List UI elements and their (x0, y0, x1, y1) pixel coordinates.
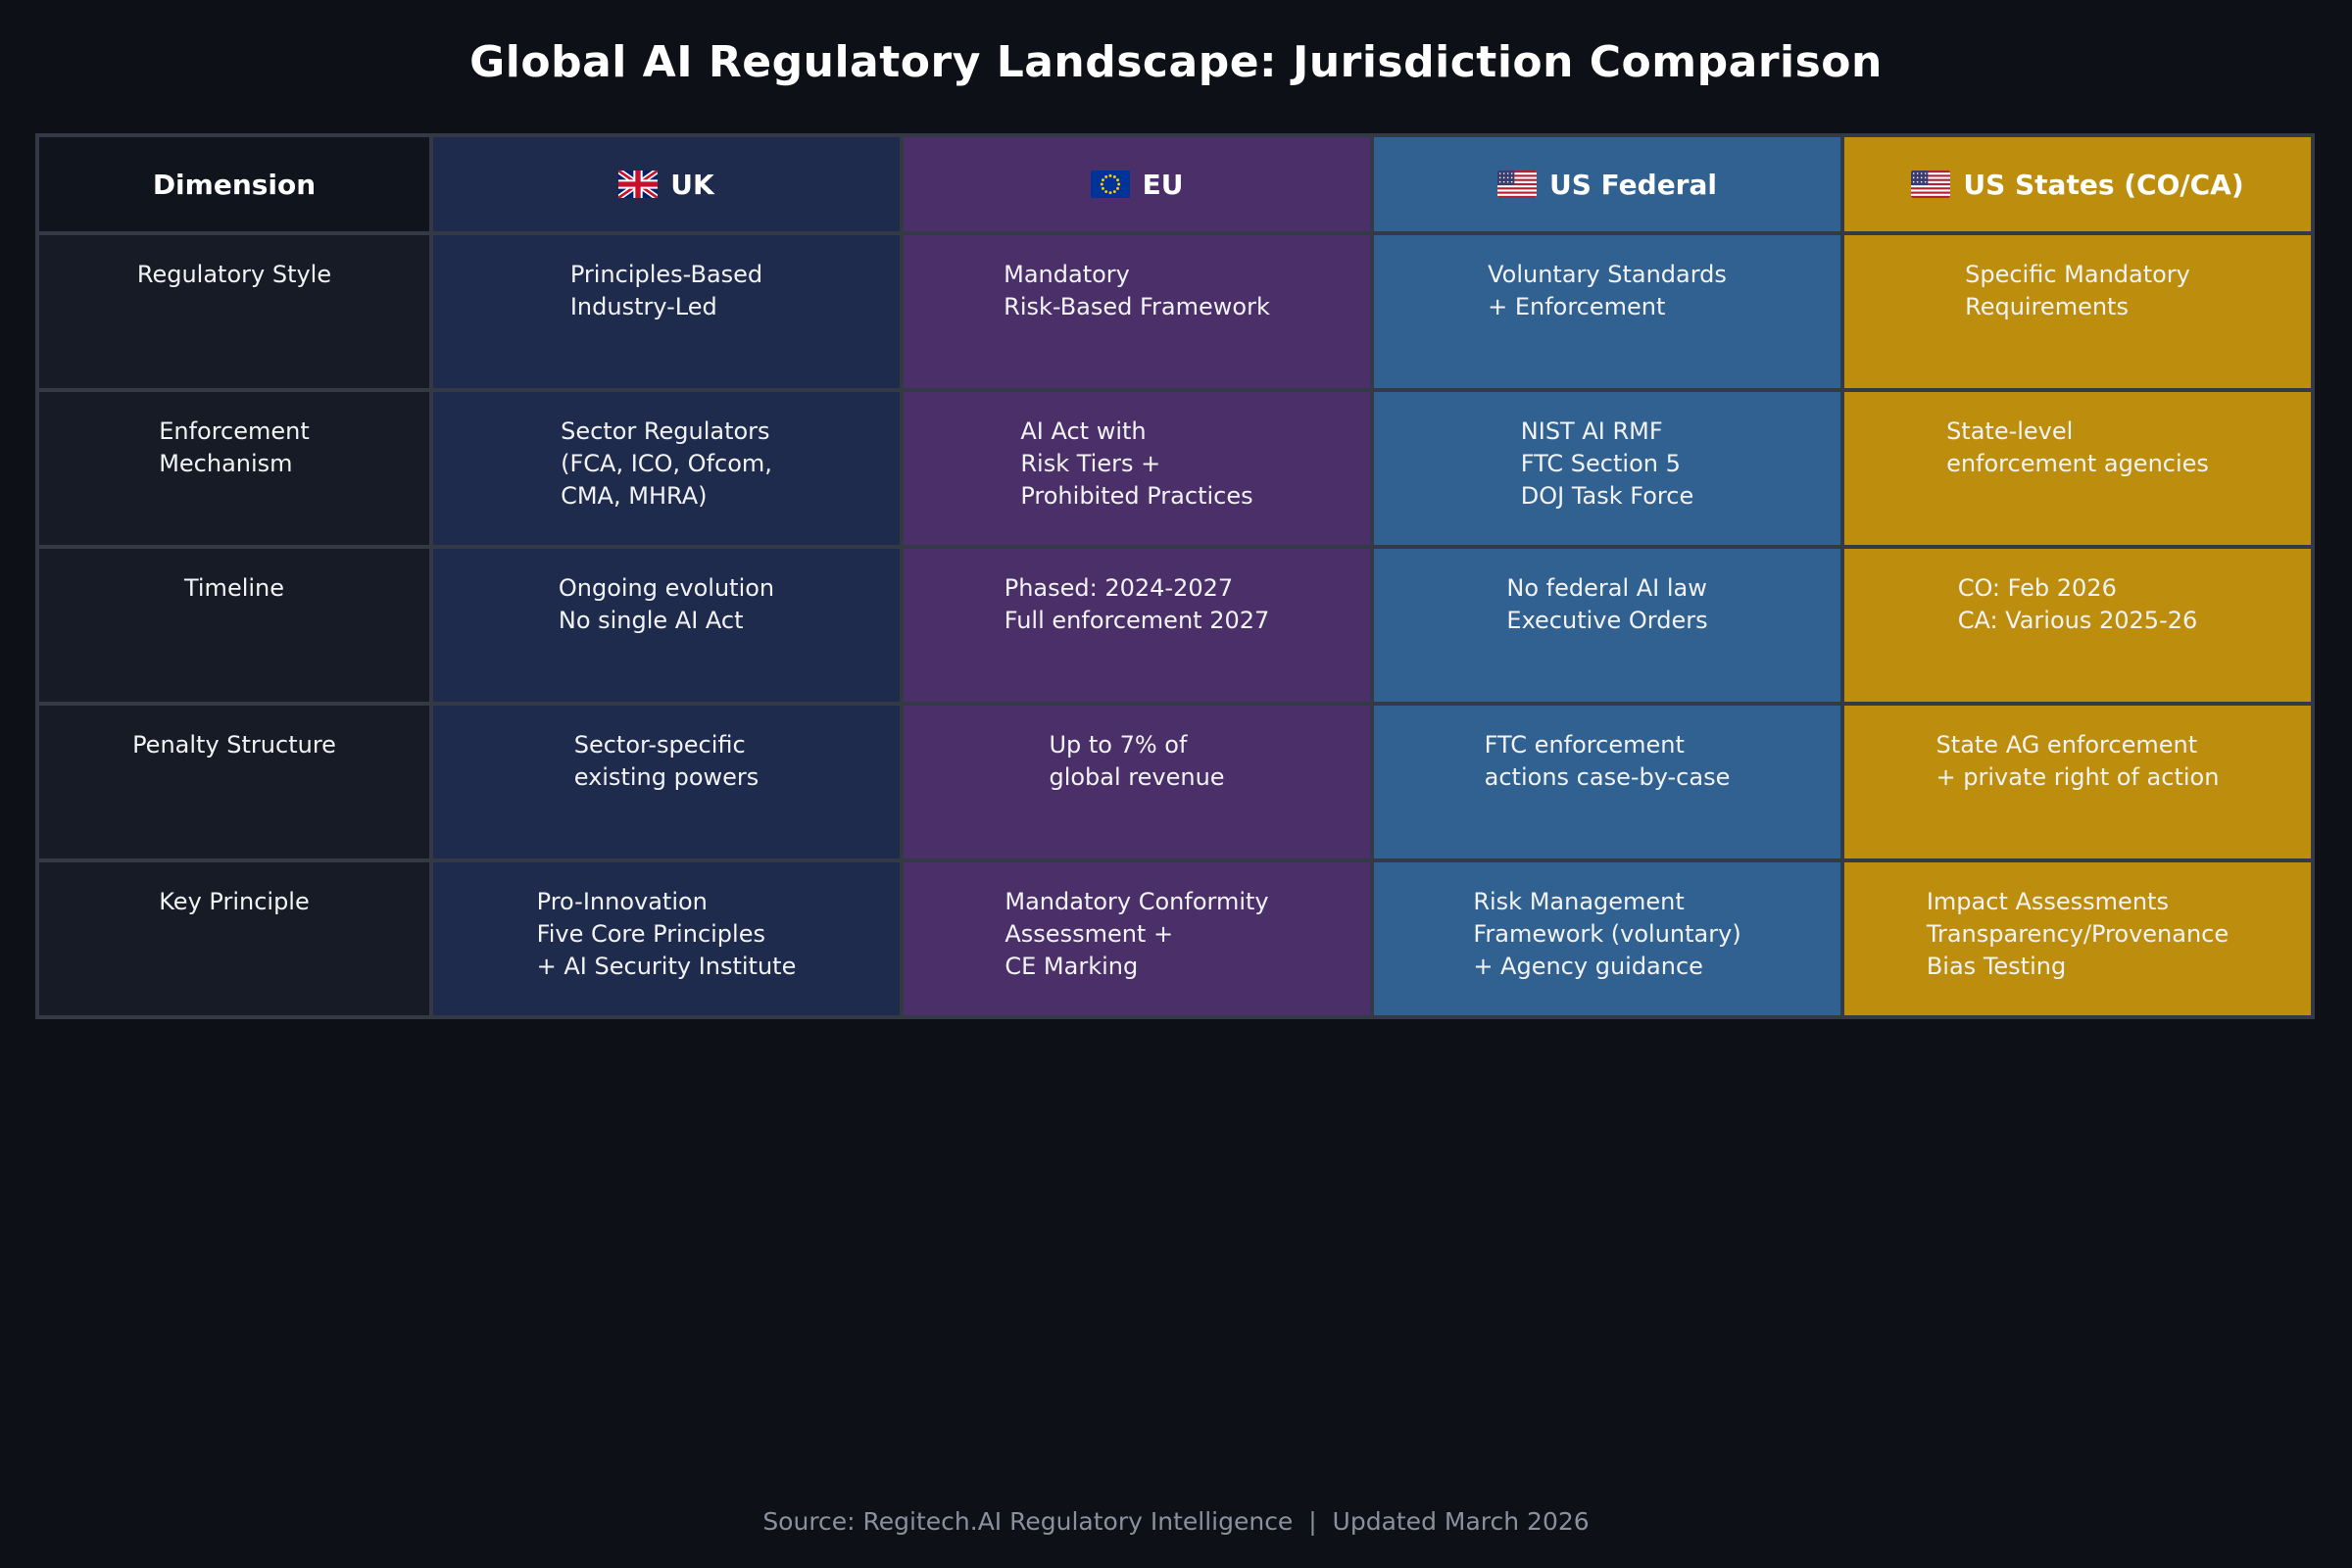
column-header-label: US Federal (1549, 168, 1717, 201)
cell-penalty-structure-us_federal: FTC enforcement actions case-by-case (1374, 706, 1840, 858)
row-label-timeline: Timeline (39, 549, 429, 702)
column-header-us-federal: US Federal (1374, 137, 1840, 231)
cell-enforcement-mechanism-uk: Sector Regulators (FCA, ICO, Ofcom, CMA,… (433, 392, 900, 545)
cell-text: No federal AI law Executive Orders (1506, 574, 1708, 634)
cell-text: Sector Regulators (FCA, ICO, Ofcom, CMA,… (561, 417, 772, 510)
cell-text: Phased: 2024-2027 Full enforcement 2027 (1004, 574, 1270, 634)
row-label-penalty-structure: Penalty Structure (39, 706, 429, 858)
eu-flag-icon (1090, 171, 1130, 198)
cell-timeline-us_federal: No federal AI law Executive Orders (1374, 549, 1840, 702)
us-flag-icon (1911, 171, 1951, 198)
cell-text: Specific Mandatory Requirements (1965, 261, 2190, 320)
cell-text: State AG enforcement + private right of … (1936, 731, 2220, 791)
source-footer: Source: Regitech.AI Regulatory Intellige… (762, 1507, 1590, 1536)
row-label-text: Key Principle (159, 888, 310, 915)
row-label-regulatory-style: Regulatory Style (39, 235, 429, 388)
cell-key-principle-us_states: Impact Assessments Transparency/Provenan… (1844, 862, 2311, 1015)
us-flag-icon (1497, 171, 1538, 198)
column-header-uk: UK (433, 137, 900, 231)
cell-enforcement-mechanism-us_states: State-level enforcement agencies (1844, 392, 2311, 545)
cell-penalty-structure-eu: Up to 7% of global revenue (904, 706, 1370, 858)
row-label-key-principle: Key Principle (39, 862, 429, 1015)
cell-text: Ongoing evolution No single AI Act (558, 574, 775, 634)
cell-text: State-level enforcement agencies (1946, 417, 2209, 477)
column-header-us-states-co-ca: US States (CO/CA) (1844, 137, 2311, 231)
cell-text: FTC enforcement actions case-by-case (1484, 731, 1731, 791)
uk-flag-icon (618, 171, 659, 198)
cell-key-principle-eu: Mandatory Conformity Assessment + CE Mar… (904, 862, 1370, 1015)
cell-penalty-structure-uk: Sector-specific existing powers (433, 706, 900, 858)
row-label-text: Enforcement Mechanism (159, 417, 310, 477)
cell-key-principle-us_federal: Risk Management Framework (voluntary) + … (1374, 862, 1840, 1015)
cell-regulatory-style-us_states: Specific Mandatory Requirements (1844, 235, 2311, 388)
cell-text: Mandatory Conformity Assessment + CE Mar… (1004, 888, 1269, 980)
cell-regulatory-style-us_federal: Voluntary Standards + Enforcement (1374, 235, 1840, 388)
cell-text: AI Act with Risk Tiers + Prohibited Prac… (1020, 417, 1253, 510)
cell-timeline-eu: Phased: 2024-2027 Full enforcement 2027 (904, 549, 1370, 702)
row-label-text: Regulatory Style (136, 261, 332, 288)
row-label-text: Penalty Structure (132, 731, 336, 759)
cell-key-principle-uk: Pro-Innovation Five Core Principles + AI… (433, 862, 900, 1015)
cell-text: Pro-Innovation Five Core Principles + AI… (536, 888, 797, 980)
cell-text: Principles-Based Industry-Led (569, 261, 763, 320)
column-header-label: US States (CO/CA) (1963, 168, 2244, 201)
cell-penalty-structure-us_states: State AG enforcement + private right of … (1844, 706, 2311, 858)
row-label-text: Timeline (183, 574, 285, 602)
cell-text: Sector-specific existing powers (573, 731, 760, 791)
cell-text: Risk Management Framework (voluntary) + … (1473, 888, 1741, 980)
cell-text: Mandatory Risk-Based Framework (1004, 261, 1270, 320)
cell-regulatory-style-eu: Mandatory Risk-Based Framework (904, 235, 1370, 388)
column-header-dimension: Dimension (39, 137, 429, 231)
cell-text: Impact Assessments Transparency/Provenan… (1926, 888, 2230, 980)
cell-enforcement-mechanism-eu: AI Act with Risk Tiers + Prohibited Prac… (904, 392, 1370, 545)
column-header-eu: EU (904, 137, 1370, 231)
cell-text: NIST AI RMF FTC Section 5 DOJ Task Force (1520, 417, 1694, 510)
cell-text: CO: Feb 2026 CA: Various 2025-26 (1957, 574, 2198, 634)
column-header-label: UK (670, 168, 714, 201)
cell-timeline-uk: Ongoing evolution No single AI Act (433, 549, 900, 702)
comparison-table: Dimension UK EU US Federal US States (CO/CA… (35, 133, 2315, 1019)
column-header-label: EU (1142, 168, 1184, 201)
cell-text: Voluntary Standards + Enforcement (1488, 261, 1727, 320)
cell-timeline-us_states: CO: Feb 2026 CA: Various 2025-26 (1844, 549, 2311, 702)
cell-regulatory-style-uk: Principles-Based Industry-Led (433, 235, 900, 388)
page-title: Global AI Regulatory Landscape: Jurisdic… (469, 37, 1883, 87)
cell-enforcement-mechanism-us_federal: NIST AI RMF FTC Section 5 DOJ Task Force (1374, 392, 1840, 545)
row-label-enforcement-mechanism: Enforcement Mechanism (39, 392, 429, 545)
cell-text: Up to 7% of global revenue (1049, 731, 1225, 791)
